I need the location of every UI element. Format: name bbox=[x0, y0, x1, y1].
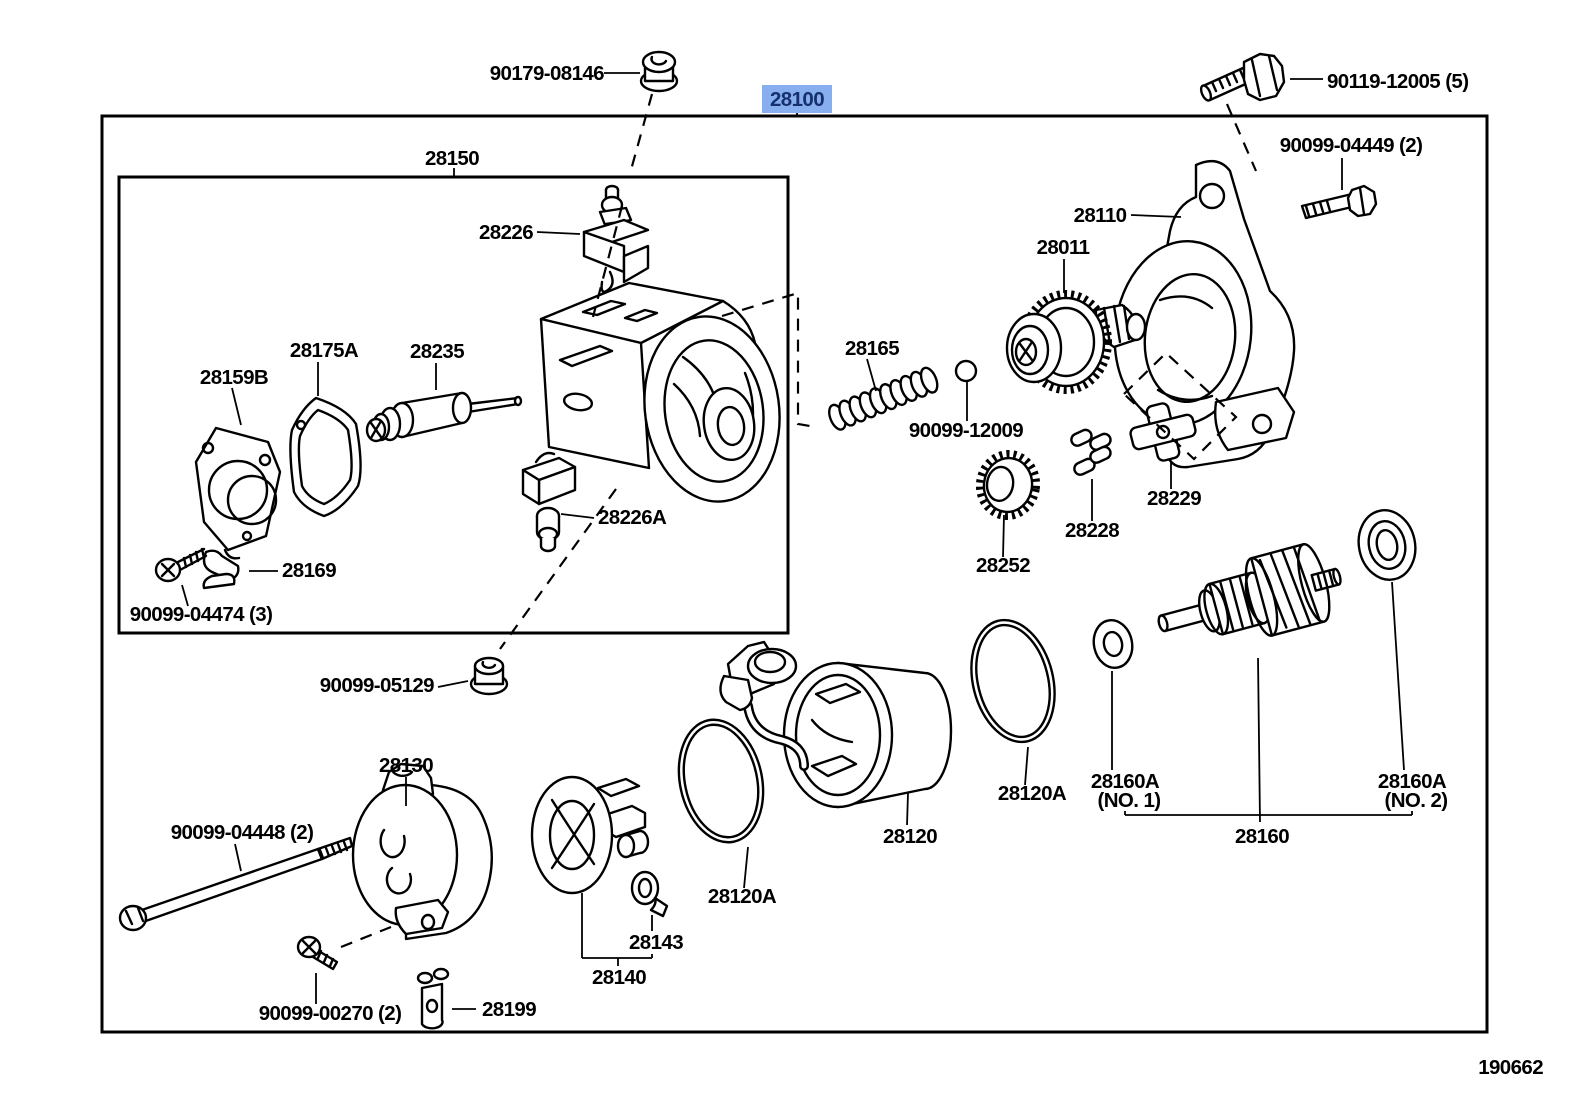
part-plunger-28235 bbox=[365, 391, 523, 443]
callout-28120a-left[interactable]: 28120A bbox=[708, 885, 778, 908]
callout-28159b[interactable]: 28159B bbox=[200, 366, 269, 389]
callout-90099-04474[interactable]: 90099-04474 (3) bbox=[130, 603, 273, 626]
callout-90099-05129[interactable]: 90099-05129 bbox=[320, 674, 435, 697]
callout-28160a-no1-suffix[interactable]: (NO. 1) bbox=[1098, 789, 1162, 812]
callout-28140[interactable]: 28140 bbox=[592, 966, 647, 989]
dashed-assembly-lines bbox=[340, 93, 1258, 949]
part-screw-90099-04474 bbox=[154, 547, 208, 583]
callout-90119-12005[interactable]: 90119-12005 (5) bbox=[1327, 70, 1469, 93]
callout-90099-12009[interactable]: 90099-12009 bbox=[909, 419, 1024, 442]
callout-90179-08146[interactable]: 90179-08146 bbox=[490, 62, 605, 85]
part-retainer-28229 bbox=[1129, 402, 1197, 462]
callout-28160[interactable]: 28160 bbox=[1235, 825, 1290, 848]
callout-28165[interactable]: 28165 bbox=[845, 337, 900, 360]
part-magnet-switch-28226 bbox=[582, 184, 650, 293]
callout-28252[interactable]: 28252 bbox=[976, 554, 1031, 577]
callout-90099-04449[interactable]: 90099-04449 (2) bbox=[1280, 134, 1423, 157]
callout-28100-selected[interactable]: 28100 bbox=[770, 88, 825, 111]
selected-part-highlight[interactable] bbox=[762, 85, 832, 113]
callout-28228[interactable]: 28228 bbox=[1065, 519, 1120, 542]
callout-28110[interactable]: 28110 bbox=[1074, 204, 1128, 227]
callout-90099-04448[interactable]: 90099-04448 (2) bbox=[171, 821, 314, 844]
part-idler-gear-28252 bbox=[975, 450, 1041, 520]
part-through-bolt-90099-04448 bbox=[118, 836, 354, 932]
callout-28143[interactable]: 28143 bbox=[629, 931, 684, 954]
part-solenoid-28120 bbox=[719, 640, 953, 809]
callout-28226a[interactable]: 28226A bbox=[598, 506, 668, 529]
part-end-plate-28159b bbox=[194, 426, 282, 560]
callout-28160a-no2-suffix[interactable]: (NO. 2) bbox=[1385, 789, 1449, 812]
part-oring-28120a-left bbox=[677, 718, 765, 844]
part-bearing-28160a-no1 bbox=[1092, 618, 1134, 670]
part-grommet-90179 bbox=[639, 50, 679, 93]
part-bolt-90099-04449 bbox=[1300, 184, 1378, 220]
part-brush-28199 bbox=[416, 967, 450, 1030]
part-screw-90099-00270 bbox=[296, 935, 339, 971]
part-clamp-28143 bbox=[630, 870, 669, 918]
leader-lines bbox=[181, 72, 1413, 1010]
part-rollers-28228 bbox=[1070, 428, 1112, 476]
callout-28120[interactable]: 28120 bbox=[883, 825, 938, 848]
part-spring-28165 bbox=[828, 366, 939, 431]
callout-28226[interactable]: 28226 bbox=[479, 221, 534, 244]
callout-28160a-no2[interactable]: 28160A bbox=[1378, 770, 1448, 793]
outer-assembly-frame bbox=[100, 114, 1489, 1034]
part-gasket-28175a bbox=[289, 396, 362, 518]
part-end-cover-28130 bbox=[351, 762, 493, 941]
callout-28229[interactable]: 28229 bbox=[1147, 487, 1202, 510]
callout-28235[interactable]: 28235 bbox=[410, 340, 465, 363]
callout-28160a-no1[interactable]: 28160A bbox=[1091, 770, 1161, 793]
part-steel-ball-90099-12009 bbox=[954, 359, 978, 383]
callout-28175a[interactable]: 28175A bbox=[290, 339, 360, 362]
callout-28150[interactable]: 28150 bbox=[425, 147, 480, 170]
part-clutch-pinion-28011 bbox=[1005, 290, 1147, 394]
part-bearing-28160a-no2 bbox=[1357, 509, 1417, 581]
callout-28169[interactable]: 28169 bbox=[282, 559, 337, 582]
callout-28120a-right[interactable]: 28120A bbox=[998, 782, 1068, 805]
figure-number: 190662 bbox=[1478, 1056, 1543, 1079]
part-clip-28169 bbox=[202, 549, 240, 590]
callout-90099-00270[interactable]: 90099-00270 (2) bbox=[259, 1002, 402, 1025]
callouts: 90179-08146 28100 90119-12005 (5) 90099-… bbox=[130, 62, 1469, 1025]
part-sensor-28226a bbox=[521, 451, 577, 553]
part-bolt-90119 bbox=[1199, 52, 1286, 102]
callout-28130[interactable]: 28130 bbox=[379, 754, 434, 777]
part-brush-holder-28140 bbox=[530, 775, 650, 895]
part-switch-housing bbox=[539, 281, 781, 503]
callout-28199[interactable]: 28199 bbox=[482, 998, 537, 1021]
part-grommet-90099-05129 bbox=[469, 656, 509, 696]
part-oring-28120a-right bbox=[970, 618, 1056, 744]
part-armature-28160 bbox=[1157, 542, 1342, 637]
callout-28011[interactable]: 28011 bbox=[1037, 236, 1091, 259]
